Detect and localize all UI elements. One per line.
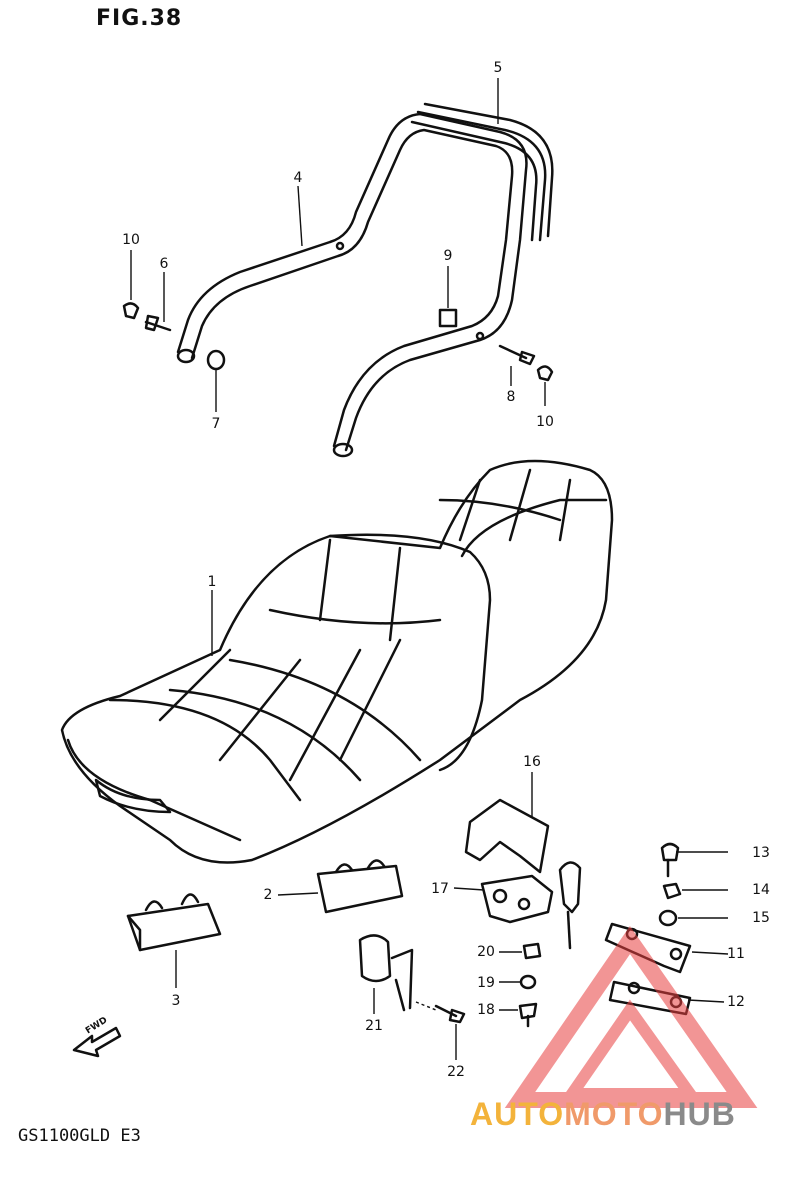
watermark-brand: AUTOMOTOHUB (470, 1096, 736, 1133)
callout-3: 3 (171, 993, 181, 1009)
callout-14: 14 (752, 882, 770, 898)
nut-part-14 (662, 882, 682, 900)
mount-part-3 (126, 893, 222, 952)
seat-lock-part-17 (480, 861, 582, 950)
cap-part-10-right (536, 365, 554, 382)
callout-5: 5 (493, 60, 503, 76)
callout-16: 16 (523, 754, 541, 770)
callout-21: 21 (365, 1018, 383, 1034)
callout-22: 22 (447, 1064, 465, 1080)
bolt-part-8 (498, 344, 536, 366)
bush-part-9 (438, 308, 458, 328)
forward-arrow-icon (72, 1026, 122, 1058)
bolt-part-6 (144, 314, 172, 332)
callout-10-right: 10 (536, 414, 554, 430)
callout-12: 12 (727, 994, 745, 1010)
washer-part-15 (658, 909, 678, 927)
callout-1: 1 (207, 574, 217, 590)
grab-rail-part-5 (410, 102, 554, 242)
callout-11: 11 (727, 946, 745, 962)
callout-20: 20 (477, 944, 495, 960)
callout-15: 15 (752, 910, 770, 926)
callout-6: 6 (159, 256, 169, 272)
callout-18: 18 (477, 1002, 495, 1018)
brand-part-hub: HUB (663, 1096, 736, 1132)
leader-lines (130, 78, 729, 1060)
backrest-frame-part-4 (176, 112, 528, 458)
bolt-part-22 (434, 1004, 466, 1024)
callout-13: 13 (752, 845, 770, 861)
callout-17: 17 (431, 881, 449, 897)
key-cylinder-part-21 (358, 934, 414, 1012)
nut-part-20 (522, 942, 542, 960)
model-code: GS1100GLD E3 (18, 1126, 141, 1146)
washer-part-19 (519, 974, 537, 990)
brand-part-moto: MOTO (564, 1096, 664, 1132)
callout-4: 4 (293, 170, 303, 186)
callout-7: 7 (211, 416, 221, 432)
seat-part-1 (60, 459, 614, 864)
figure-title: FIG.38 (96, 6, 183, 31)
bolt-part-13 (660, 842, 680, 878)
callout-2: 2 (263, 887, 273, 903)
bush-part-7 (206, 349, 226, 371)
bolt-part-18 (518, 1002, 538, 1028)
cap-part-10-left (122, 302, 140, 320)
callout-10-left: 10 (122, 232, 140, 248)
bracket-part-16 (464, 798, 550, 874)
callout-9: 9 (443, 248, 453, 264)
callout-8: 8 (506, 389, 516, 405)
brand-part-auto: AUTO (470, 1096, 565, 1132)
watermark-logo-icon (504, 925, 758, 1108)
callout-19: 19 (477, 975, 495, 991)
mount-part-2 (316, 859, 404, 914)
